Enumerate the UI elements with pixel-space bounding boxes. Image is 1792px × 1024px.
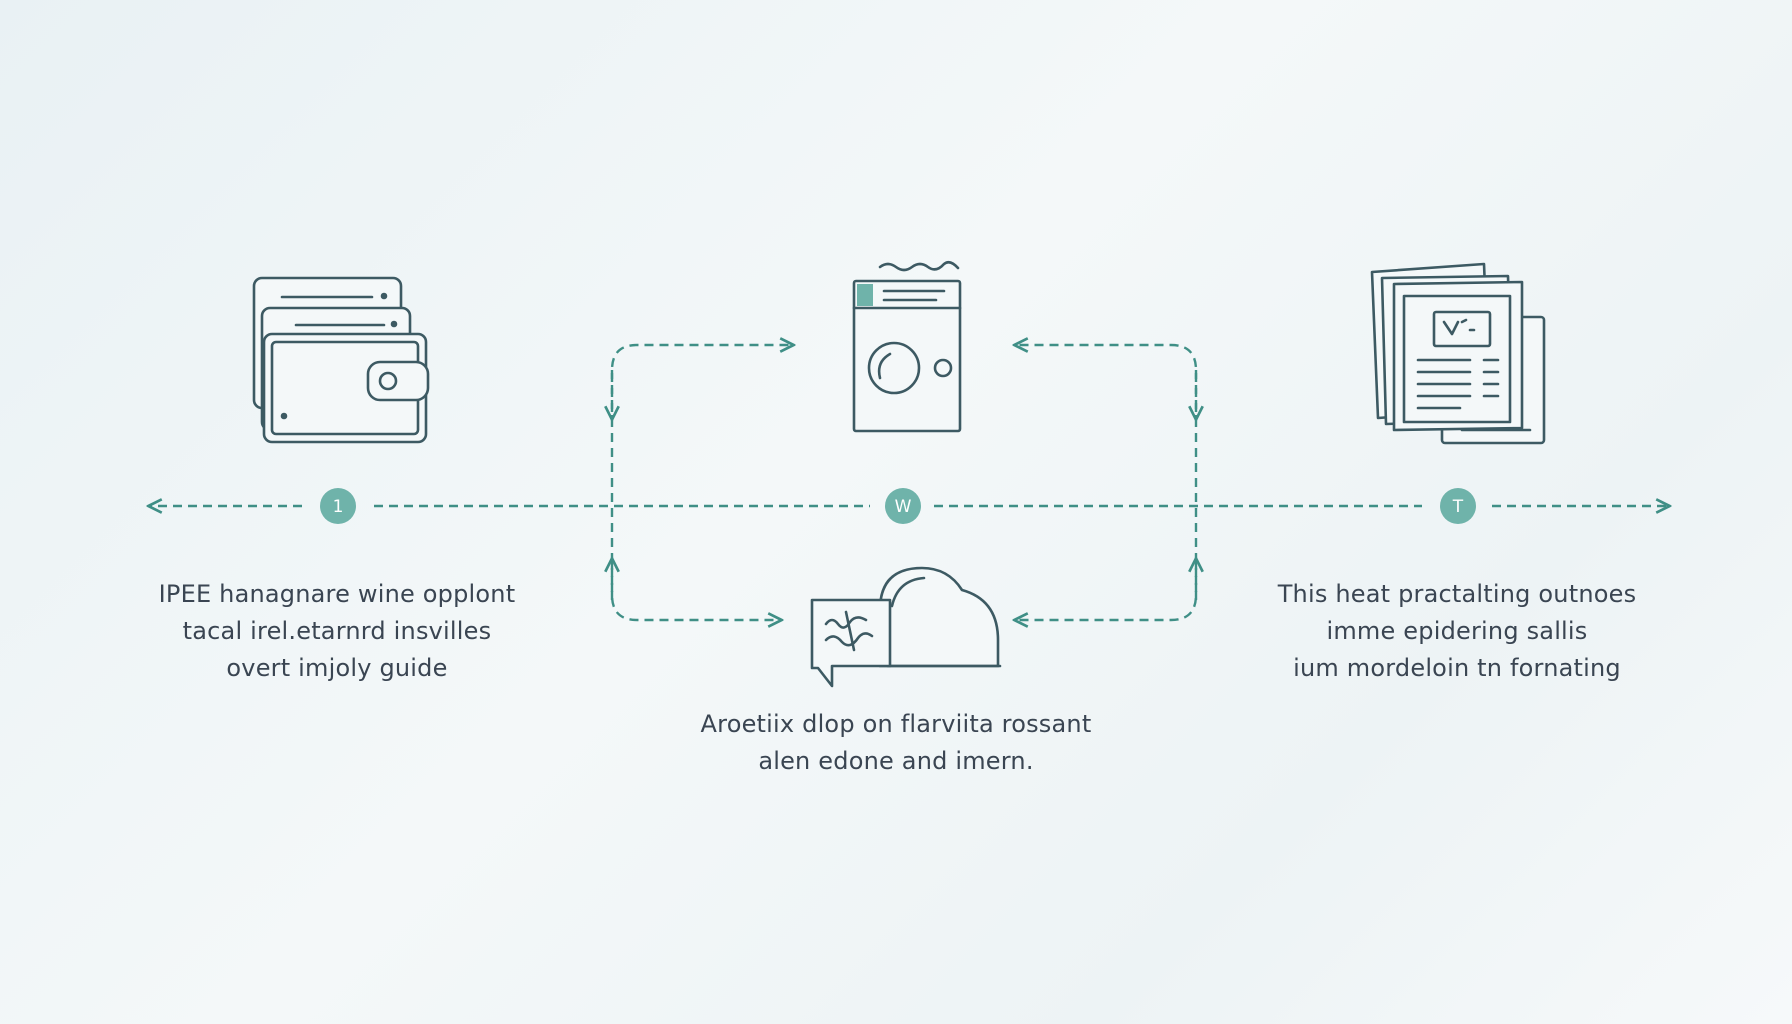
chat-cloud-icon [810,566,1002,688]
caption-middle: Aroetiix dlop on flarviita rossant alen … [681,706,1111,780]
loop-connectors [612,345,1196,620]
documents-icon [1370,262,1546,445]
caption-left-line-2: tacal irel.etarnrd insvilles [182,617,492,645]
caption-right-line-1: This heat practalting outnoes [1277,580,1637,608]
step-node-right-circle [1440,488,1476,524]
step-node-right: T [1440,488,1476,524]
step-node-mid-label: W [895,497,912,517]
caption-left: IPEE hanagnare wine opplont tacal irel.e… [137,576,537,687]
caption-right-line-3: ium mordeloin tn fornating [1293,654,1621,682]
step-node-mid-circle [885,488,921,524]
connector-top-right [1016,345,1198,412]
step-node-right-label: T [1452,497,1464,517]
caption-left-line-3: overt imjoly guide [226,654,448,682]
caption-right: This heat practalting outnoes imme epide… [1257,576,1657,687]
step-node-left: 1 [320,488,356,524]
step-node-left-label: 1 [333,497,344,517]
caption-middle-line-1: Aroetiix dlop on flarviita rossant [700,710,1092,738]
connector-bottom-left [610,568,780,620]
step-node-mid: W [885,488,921,524]
wallet-icon [252,276,430,444]
step-node-left-circle [320,488,356,524]
caption-middle-line-2: alen edone and imern. [758,747,1034,775]
washing-machine-icon [852,260,962,433]
caption-right-line-2: imme epidering sallis [1326,617,1588,645]
connector-bottom-right [1016,568,1198,620]
caption-left-line-1: IPEE hanagnare wine opplont [158,580,516,608]
connector-top-left [610,345,792,412]
